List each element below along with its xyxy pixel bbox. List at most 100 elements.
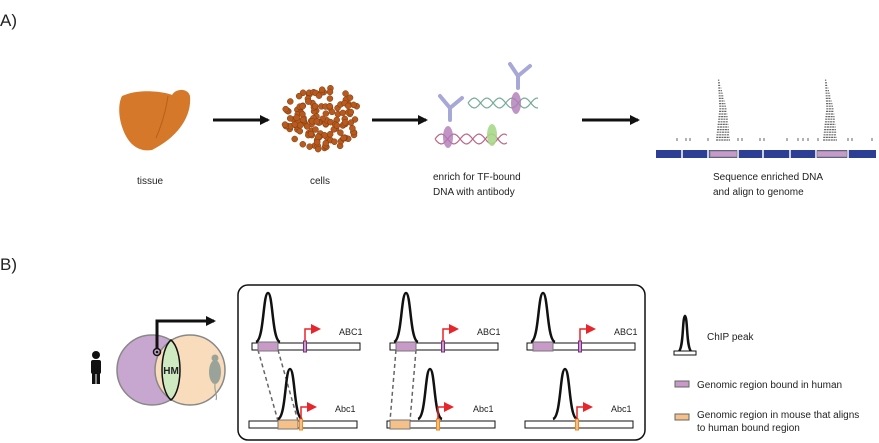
mouse-gene-label: Abc1	[335, 404, 356, 414]
cell	[286, 115, 294, 122]
cell	[331, 138, 338, 145]
cell	[326, 131, 334, 138]
panel-b-label: B)	[0, 255, 17, 274]
cell	[318, 86, 326, 93]
cell	[339, 109, 347, 117]
cell	[299, 141, 307, 148]
tss-arrow-icon	[300, 402, 317, 419]
mouse-chip-peak	[552, 367, 578, 421]
human-chip-peak	[393, 291, 419, 344]
human-region-swatch	[674, 380, 690, 388]
legend-mouse-region-2: to human bound region	[697, 423, 800, 434]
tss-arrow-icon	[579, 324, 596, 341]
overlap-label: HM	[163, 366, 179, 377]
enriched-region-2	[816, 150, 848, 158]
venn-diagram: HM	[116, 316, 226, 406]
mouse-promoter	[436, 418, 440, 431]
cell	[311, 102, 319, 110]
step-label-sequence-2: and align to genome	[713, 187, 804, 198]
cell	[281, 121, 289, 128]
human-bound-region	[395, 341, 417, 352]
tss-arrow-icon	[576, 402, 593, 419]
tss-arrow-icon	[437, 402, 454, 419]
cell	[341, 119, 349, 126]
cell	[313, 138, 321, 146]
step-label-enrich-1: enrich for TF-bound	[433, 172, 521, 183]
cell	[299, 110, 306, 118]
mouse-gene-label: Abc1	[611, 404, 632, 414]
cell	[315, 133, 322, 140]
cell	[282, 105, 289, 113]
mouse-promoter	[299, 418, 303, 431]
cell	[322, 110, 330, 117]
legend: ChIP peak Genomic region bound in human …	[673, 314, 859, 434]
cell	[326, 102, 334, 110]
cell	[299, 116, 307, 123]
mouse-aligned-region	[277, 419, 299, 430]
alignment-dashed-line	[389, 349, 397, 422]
mouse-gene-label: Abc1	[473, 404, 494, 414]
enriched-region-1	[709, 150, 738, 158]
cell	[305, 98, 312, 105]
human-chip-peak	[530, 291, 556, 344]
overlap-region	[161, 339, 181, 401]
cell	[322, 139, 330, 147]
cell	[314, 145, 322, 153]
cell	[313, 118, 321, 125]
cell	[340, 134, 347, 142]
cell	[347, 108, 355, 116]
human-bound-region	[532, 341, 554, 352]
mouse-region-swatch	[674, 413, 690, 421]
cell	[291, 121, 299, 128]
cell	[326, 88, 334, 96]
human-gene-label: ABC1	[339, 327, 363, 337]
liver-icon	[119, 89, 191, 151]
panel-a-label: A)	[0, 11, 17, 30]
human-promoter	[578, 340, 582, 353]
mouse-aligned-region	[389, 419, 411, 430]
step-label-cells: cells	[310, 176, 330, 187]
cell	[291, 135, 298, 143]
alignment-dashed-line	[409, 349, 417, 422]
human-bound-region	[257, 341, 279, 352]
aligned-reads-pileup	[676, 79, 873, 141]
alignment-dashed-line	[277, 349, 299, 422]
cell	[337, 129, 344, 136]
cell	[295, 92, 303, 100]
cell	[307, 130, 315, 138]
mouse-icon	[209, 354, 221, 401]
human-gene-label: ABC1	[477, 327, 501, 337]
legend-chip-peak: ChIP peak	[707, 332, 755, 343]
human-figure-icon	[91, 351, 101, 384]
cell	[306, 143, 313, 150]
cells-cluster-icon	[281, 84, 360, 153]
chip-peak-legend-icon	[675, 314, 695, 354]
step-label-sequence-1: Sequence enriched DNA	[713, 172, 823, 183]
tss-arrow-icon	[442, 324, 459, 341]
cell	[312, 126, 319, 133]
human-gene-label: ABC1	[614, 327, 638, 337]
cell	[326, 95, 334, 102]
cell	[346, 94, 354, 101]
human-promoter	[303, 340, 307, 353]
mouse-chip-peak	[277, 367, 303, 421]
cell	[303, 123, 311, 130]
cell	[344, 102, 352, 110]
tss-arrow-icon	[304, 324, 321, 341]
dna-antibody-icon	[434, 62, 539, 148]
cell	[349, 124, 356, 132]
legend-mouse-region-1: Genomic region in mouse that aligns	[697, 410, 859, 421]
cell	[347, 119, 355, 126]
cell	[299, 103, 306, 110]
cell	[315, 92, 323, 99]
step-label-enrich-2: DNA with antibody	[433, 187, 515, 198]
cell	[297, 122, 304, 129]
genome-bar	[656, 150, 876, 158]
cell	[296, 127, 304, 135]
mouse-genome-bar	[386, 420, 496, 429]
cell	[333, 122, 341, 129]
